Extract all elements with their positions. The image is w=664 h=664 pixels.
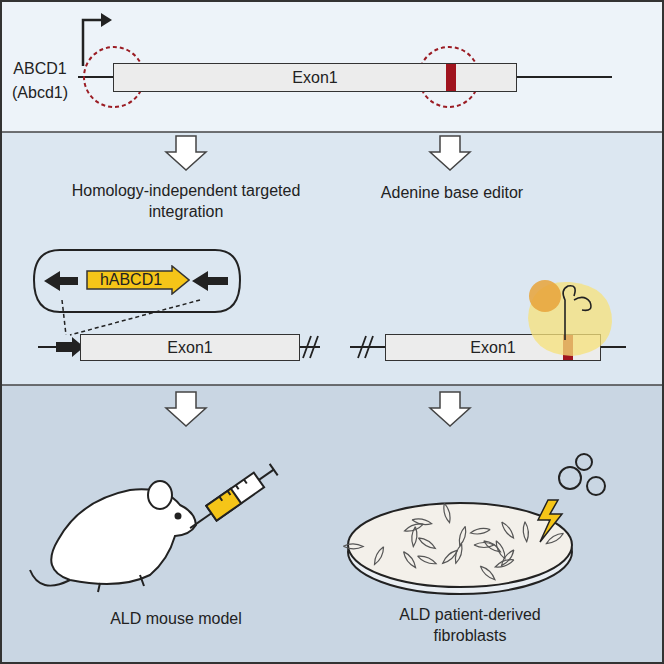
exon-box: Exon1 [80,334,300,361]
mutation-mark [446,64,456,91]
transgene-arrow: hABCD1 [86,265,190,295]
method-label: Homology-independent targeted integratio… [61,180,311,222]
exon-box: Exon1 [113,63,517,92]
exon-label: Exon1 [292,68,337,88]
gene-name: (Abcd1) [0,82,80,103]
model-label: ALD patient-derived fibroblasts [370,604,570,646]
model-label: ALD mouse model [66,608,286,629]
method-label: Adenine base editor [342,182,562,203]
exon-label: Exon1 [167,338,212,358]
gene-label: hABCD1 [100,270,162,290]
exon-label: Exon1 [470,338,515,358]
mutation-mark [563,335,573,360]
gene-name: ABCD1 [5,58,75,79]
exon-box: Exon1 [385,334,601,361]
